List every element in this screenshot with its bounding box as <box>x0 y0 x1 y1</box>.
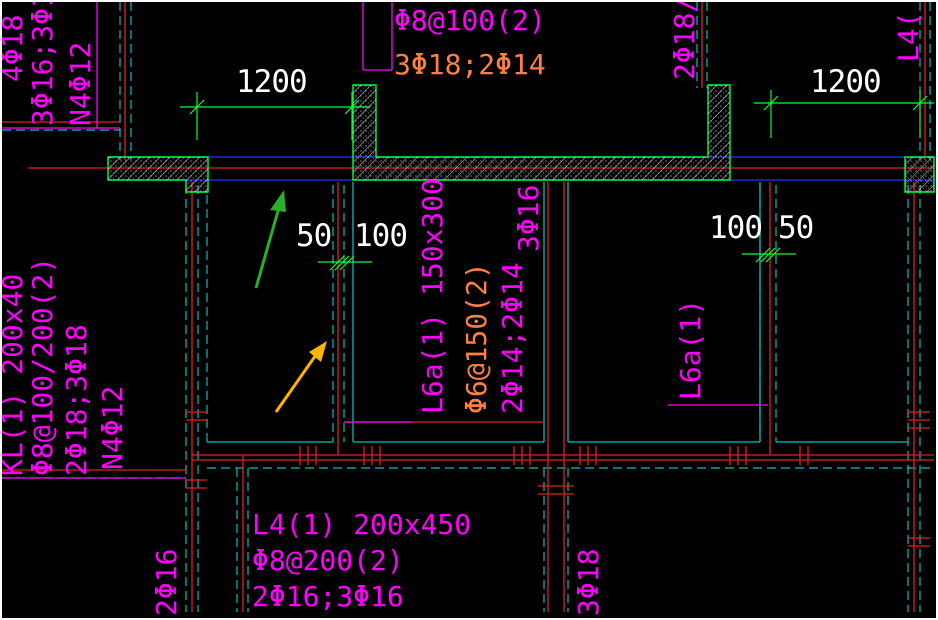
left-beam-line3: N4Φ12 <box>96 386 129 470</box>
dim-right-offset-100: 100 <box>709 210 762 246</box>
top-left-line2: N4Φ12 <box>64 42 97 126</box>
yellow-arrow <box>274 341 327 413</box>
dim-left-offset-100: 100 <box>354 218 407 254</box>
dimension-lines <box>180 90 934 271</box>
dim-right-span: 1200 <box>810 64 881 100</box>
l6a-left-stirrup: Φ6@150(2) <box>460 262 493 414</box>
top-beam-rebar: 3Φ18;2Φ14 <box>394 48 546 81</box>
dimension-texts: 1200 1200 50 100 100 50 <box>236 64 882 254</box>
beam-annotations: Φ8@100(2) 3Φ18;2Φ14 2Φ18/2 L4( 4Φ18 3Φ16… <box>2 2 925 616</box>
l6a-left-top: 3Φ16 <box>512 185 545 252</box>
top-left-line1: 3Φ16;3Φ16 <box>26 2 59 126</box>
l4-beam-rebar: 2Φ16;3Φ16 <box>252 580 404 613</box>
top-right-rebar: 2Φ18/2 <box>668 2 701 80</box>
dim-right-offset-50: 50 <box>778 210 813 246</box>
l4-beam-stirrup: Φ8@200(2) <box>252 544 404 577</box>
l6a-left-rebar: 2Φ14;2Φ14 <box>496 262 529 414</box>
top-beam-stirrup: Φ8@100(2) <box>394 4 546 37</box>
bottom-mid-vertical: 3Φ18 <box>572 549 605 616</box>
l6a-right-name: L6a(1) <box>674 299 707 400</box>
top-left-line3: 4Φ18 <box>2 15 29 82</box>
magenta-leaders <box>2 2 768 479</box>
dim-left-offset-50: 50 <box>296 218 331 254</box>
hatched-concrete-walls <box>107 84 935 193</box>
left-beam-line1: Φ8@100/200(2) <box>26 257 59 476</box>
top-right-beam: L4( <box>892 11 925 62</box>
dim-left-span: 1200 <box>236 64 307 100</box>
green-arrow <box>254 190 286 289</box>
l6a-left-name: L6a(1) 150x300 <box>416 178 449 414</box>
l4-beam-name: L4(1) 200x450 <box>252 508 471 541</box>
solid-beam-outlines <box>207 182 908 443</box>
bottom-left-vertical: 2Φ16 <box>150 549 183 616</box>
left-beam-line2: 2Φ18;3Φ18 <box>60 324 93 476</box>
left-beam-line0: KL(1) 200x40 <box>2 274 29 476</box>
